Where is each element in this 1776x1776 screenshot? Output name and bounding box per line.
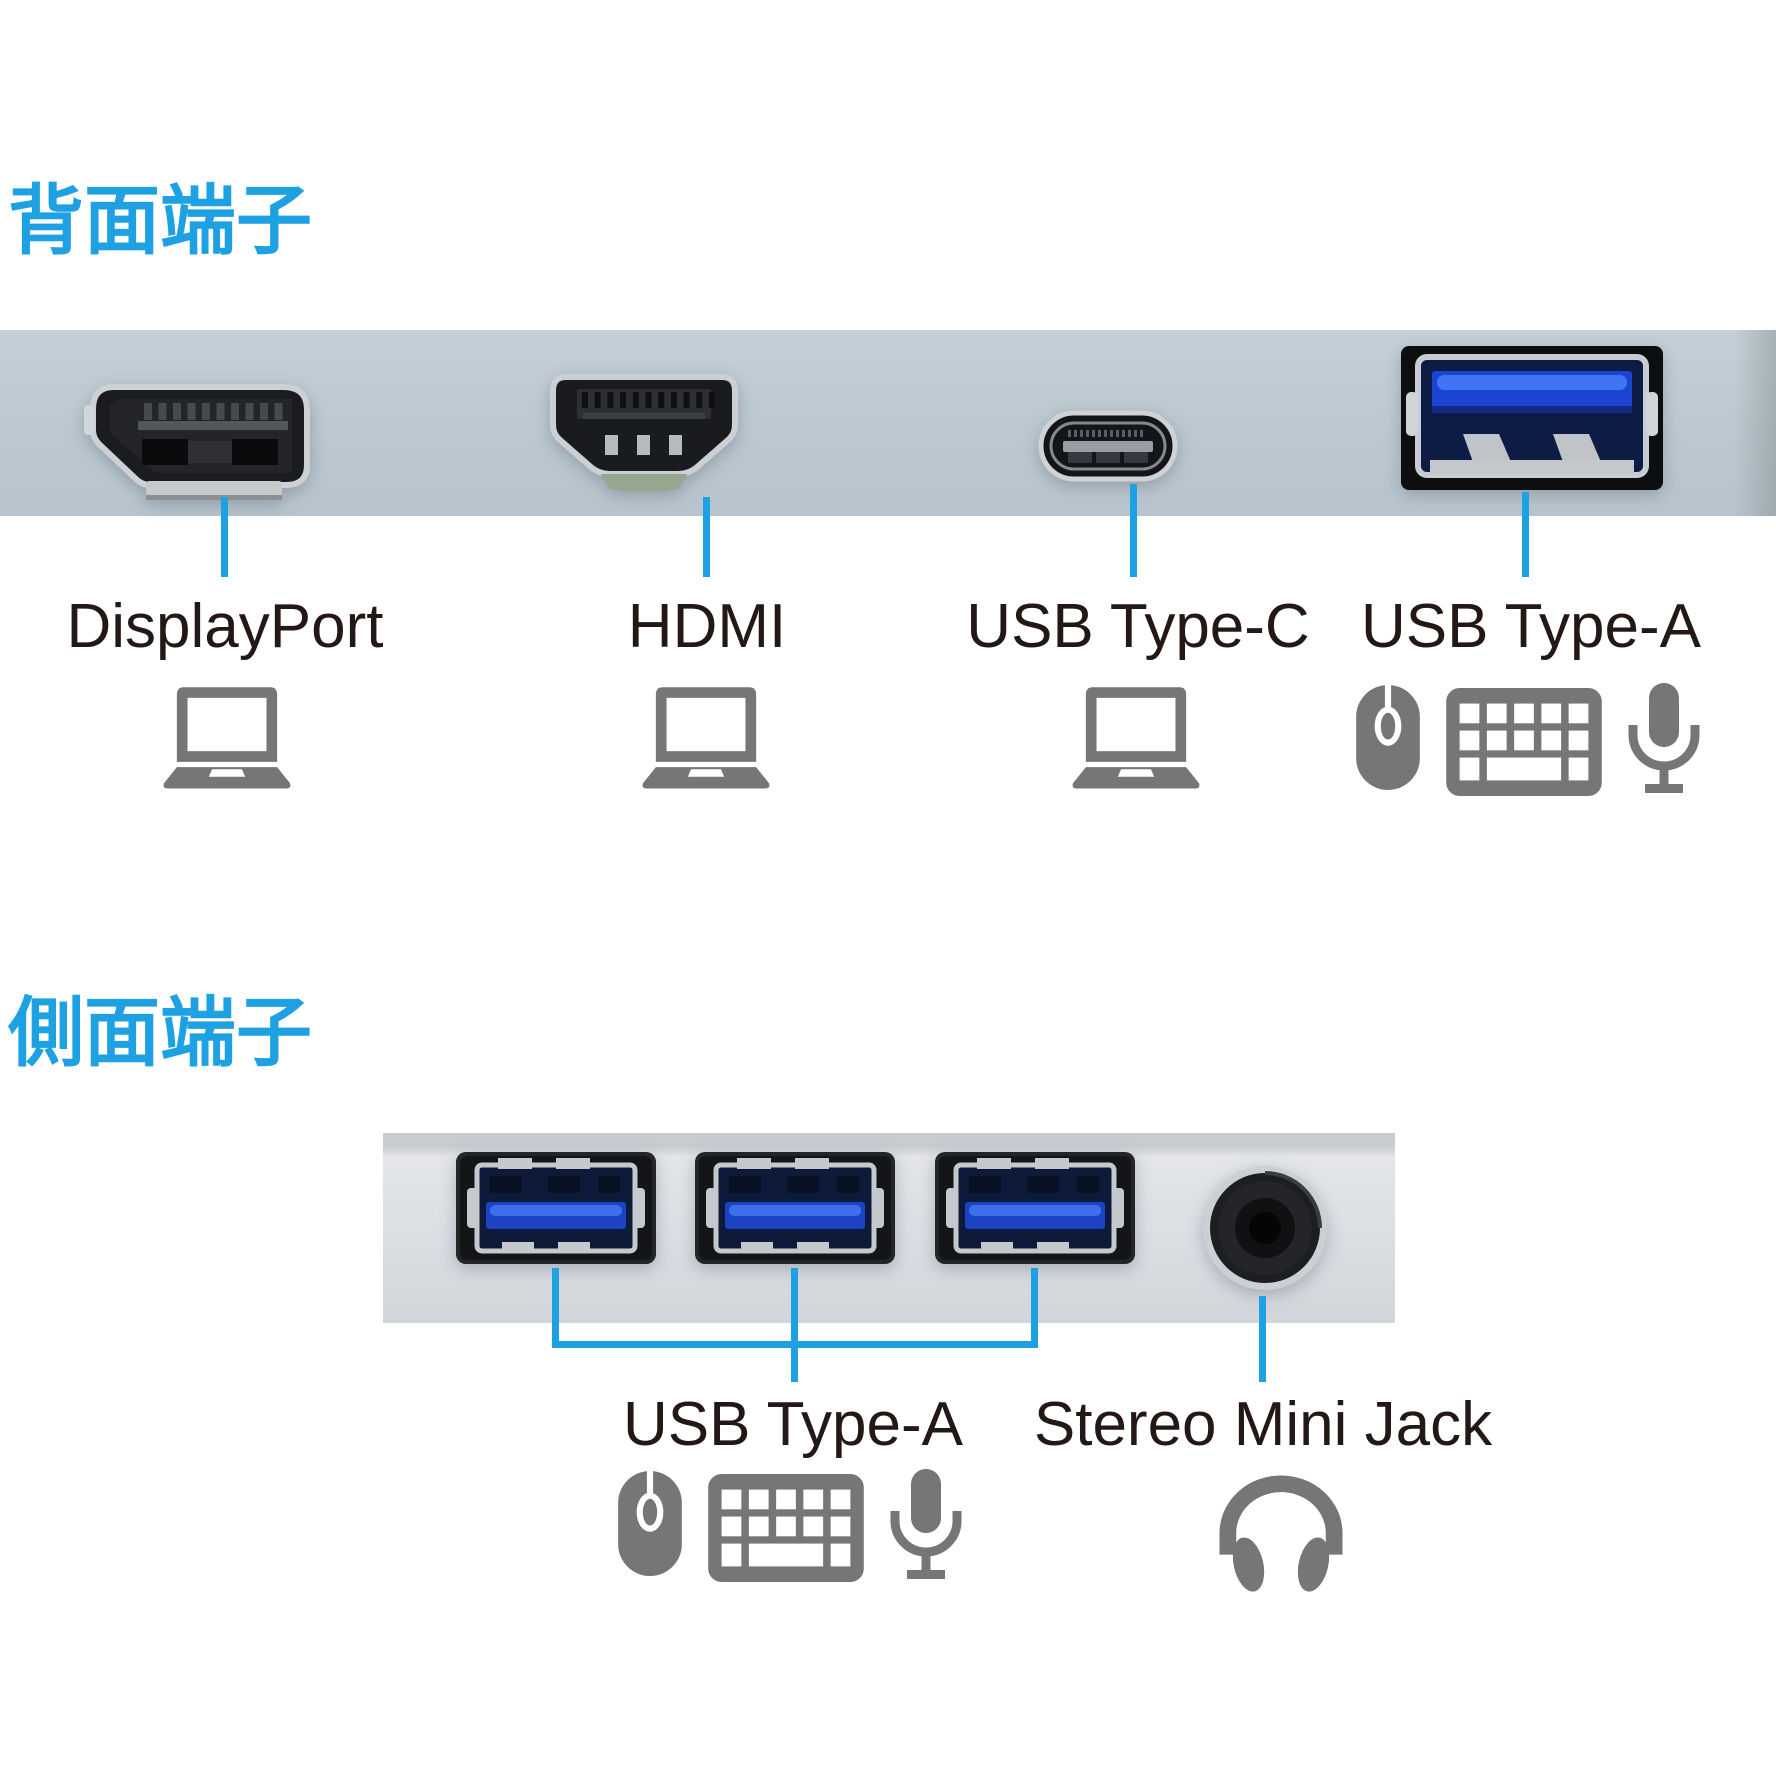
bracket-line-usb3 — [1031, 1268, 1038, 1348]
microphone-icon — [890, 1469, 962, 1582]
usb-c-connector — [1038, 410, 1178, 482]
displayport-connector — [84, 384, 310, 500]
callout-line-displayport — [221, 497, 228, 577]
callout-line-usb-a — [1522, 492, 1529, 577]
callout-line-usb-c — [1130, 484, 1137, 577]
port-label-displayport: DisplayPort — [66, 592, 384, 661]
stereo-mini-jack-port — [1203, 1166, 1327, 1290]
port-label-stereo-mini-jack: Stereo Mini Jack — [1033, 1390, 1493, 1459]
bracket-line-usb2-center — [791, 1268, 798, 1382]
strip-edge-shading — [1734, 330, 1776, 516]
mouse-icon — [1356, 685, 1420, 790]
side-usb-a-port-3 — [935, 1152, 1135, 1264]
bracket-line-usb1 — [552, 1268, 559, 1348]
usb-a-connector — [1401, 346, 1663, 490]
bracket-horizontal-line — [552, 1341, 1038, 1348]
side-usb-a-port-2 — [695, 1152, 895, 1264]
headphones-icon — [1216, 1472, 1346, 1596]
laptop-icon — [163, 687, 291, 794]
microphone-icon — [1628, 683, 1700, 796]
callout-line-hdmi — [703, 497, 710, 577]
port-label-usb-a: USB Type-A — [1360, 592, 1702, 661]
port-label-side-usb-a: USB Type-A — [622, 1390, 964, 1459]
callout-line-stereo-jack — [1259, 1296, 1266, 1382]
laptop-icon — [642, 687, 770, 794]
keyboard-icon — [708, 1474, 864, 1582]
usb-a-device-icons — [1356, 685, 1700, 796]
keyboard-icon — [1446, 688, 1602, 796]
port-label-usb-c: USB Type-C — [966, 592, 1310, 661]
rear-section-title: 背面端子 — [8, 176, 312, 265]
laptop-icon — [1072, 687, 1200, 794]
side-usb-a-port-1 — [456, 1152, 656, 1264]
mouse-icon — [618, 1471, 682, 1576]
port-label-hdmi: HDMI — [627, 592, 787, 661]
side-usb-a-device-icons — [618, 1471, 962, 1582]
hdmi-connector — [550, 374, 738, 492]
side-section-title: 側面端子 — [8, 988, 312, 1077]
